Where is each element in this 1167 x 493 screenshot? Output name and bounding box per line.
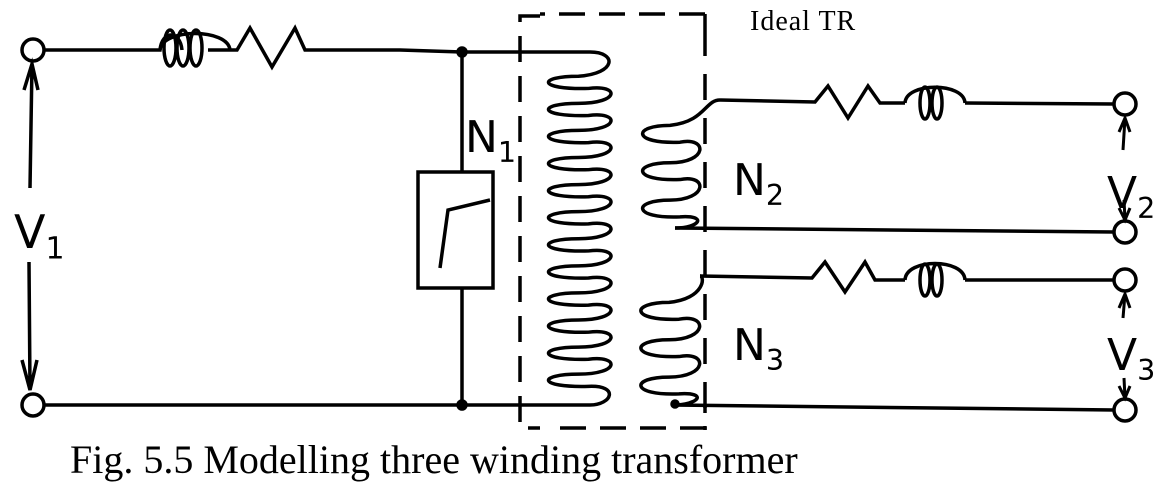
- n2-label: N2: [733, 155, 784, 212]
- v3-label-sub: 3: [1137, 353, 1156, 387]
- primary-series-resistor: [208, 24, 590, 71]
- secondary-winding-n2: [640, 98, 721, 230]
- v3-arrow: [1117, 289, 1132, 402]
- n1-label-sub: 1: [497, 135, 517, 169]
- coil-turns: [640, 98, 721, 230]
- v2-label-main: V: [1107, 168, 1138, 219]
- coil-turns: [639, 274, 705, 407]
- v2-label-sub: 2: [1137, 191, 1156, 225]
- v1-label-sub: 1: [45, 231, 65, 267]
- terminal-v3-top: [1112, 267, 1138, 293]
- terminal-v1-bottom: [20, 392, 46, 418]
- primary-winding-n1: [546, 50, 613, 407]
- n1-label-main: N: [465, 112, 498, 163]
- coil-turns: [546, 50, 613, 407]
- v1-arrow: [20, 57, 40, 391]
- saturation-curve-icon: [438, 198, 491, 269]
- v1-label-main: V: [14, 205, 46, 259]
- terminal-v3-bottom: [1112, 397, 1138, 423]
- n3-top-wire: [699, 258, 905, 296]
- n3-bottom-wire: [671, 403, 1115, 412]
- n2-series-inductor: [903, 85, 967, 121]
- figure-caption: Fig. 5.5 Modelling three winding transfo…: [70, 437, 798, 482]
- n3-label-main: N: [733, 320, 766, 371]
- n3-label-sub: 3: [765, 343, 785, 377]
- n3-series-inductor: [903, 261, 967, 298]
- n1-label: N1: [465, 112, 516, 169]
- n2-bottom-wire: [674, 226, 1115, 234]
- primary-series-inductor: [158, 28, 232, 68]
- n3-label: N3: [733, 320, 784, 377]
- nonlinear-magnetizing-element: [416, 170, 495, 290]
- terminal-v2-top: [1112, 91, 1138, 117]
- v2-label: V2: [1107, 168, 1155, 225]
- n2-top-wire: [719, 82, 905, 122]
- ideal-transformer-boundary: [518, 12, 707, 430]
- n3-polarity-dot: [670, 399, 680, 409]
- terminal-v1-top: [20, 37, 46, 63]
- v3-label-main: V: [1107, 330, 1138, 381]
- tertiary-winding-n3: [639, 274, 705, 407]
- n2-label-main: N: [733, 155, 766, 206]
- v2-arrow: [1117, 113, 1132, 224]
- v1-label: V1: [14, 205, 65, 266]
- n2-label-sub: 2: [765, 178, 785, 212]
- v3-label: V3: [1107, 330, 1155, 387]
- n2-wire-to-terminal: [964, 101, 1115, 106]
- ideal-transformer-label: Ideal TR: [750, 6, 857, 37]
